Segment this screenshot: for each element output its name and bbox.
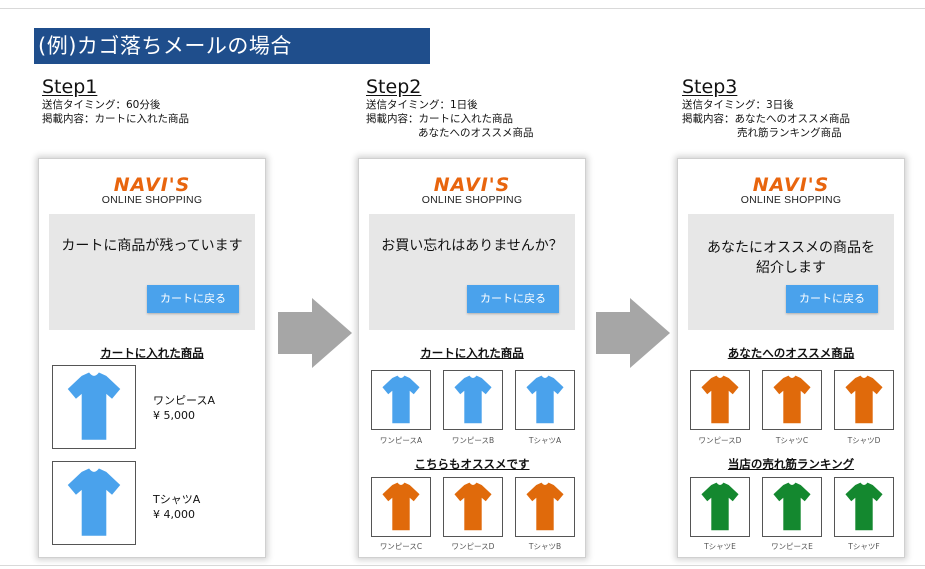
email-preview-step3: NAVI'S ONLINE SHOPPING あなたにオススメの商品を 紹介しま… (677, 158, 905, 558)
product-image[interactable] (52, 365, 136, 449)
step2-content: 掲載内容：カートに入れた商品 (366, 113, 513, 125)
next-step-arrow-icon (596, 298, 670, 368)
step3-header: Step3 送信タイミング：3日後 掲載内容：あなたへのオススメ商品 売れ筋ラン… (682, 76, 850, 140)
orange-shirt-icon (773, 375, 811, 424)
bottom-divider (0, 565, 925, 566)
product-image[interactable] (690, 477, 750, 537)
product-label: TシャツE (704, 542, 736, 551)
step2-header: Step2 送信タイミング：1日後 掲載内容：カートに入れた商品 あなたへのオス… (366, 76, 534, 140)
email-preview-step2: NAVI'S ONLINE SHOPPING お買い忘れはありませんか？ カート… (358, 158, 586, 558)
product-image[interactable] (443, 477, 503, 537)
product-label: ワンピースE (771, 542, 813, 551)
orange-shirt-icon (454, 482, 492, 531)
back-to-cart-button[interactable]: カートに戻る (147, 285, 239, 313)
blue-shirt-icon (454, 375, 492, 424)
step2-content-cont: あなたへのオススメ商品 (418, 127, 534, 139)
orange-shirt-icon (845, 375, 883, 424)
product-image[interactable] (690, 370, 750, 430)
product-name: ワンピースA (153, 394, 215, 407)
product-label: ワンピースB (451, 436, 495, 445)
back-to-cart-button[interactable]: カートに戻る (467, 285, 559, 313)
step2-timing: 送信タイミング：1日後 (366, 99, 478, 111)
section-title-recommend: こちらもオススメです (414, 457, 530, 471)
section-title-ranking: 当店の売れ筋ランキング (727, 457, 855, 471)
brand-logo: NAVI'S (113, 174, 191, 196)
step3-content-cont: 売れ筋ランキング商品 (737, 127, 842, 139)
blue-shirt-icon (526, 375, 564, 424)
product-label: TシャツC (775, 436, 809, 445)
product-label: TシャツB (528, 542, 562, 551)
product-image[interactable] (834, 477, 894, 537)
email-preview-step1: NAVI'S ONLINE SHOPPING カートに商品が残っています カート… (38, 158, 266, 558)
product-image[interactable] (834, 370, 894, 430)
blue-shirt-icon (67, 372, 121, 440)
brand-subtitle: ONLINE SHOPPING (740, 194, 842, 206)
product-image[interactable] (52, 461, 136, 545)
product-label: TシャツF (848, 542, 880, 551)
brand-subtitle: ONLINE SHOPPING (101, 194, 203, 206)
section-title-cart-items: カートに入れた商品 (420, 346, 524, 360)
green-shirt-icon (701, 482, 739, 531)
promo-message: お買い忘れはありませんか？ (381, 238, 563, 254)
section-title-recommend: あなたへのオススメ商品 (727, 346, 855, 360)
step1-timing: 送信タイミング：60分後 (42, 99, 161, 111)
product-image[interactable] (762, 370, 822, 430)
promo-panel: お買い忘れはありませんか？ カートに戻る (369, 214, 575, 330)
back-to-cart-button[interactable]: カートに戻る (786, 285, 878, 313)
promo-panel: あなたにオススメの商品を 紹介します カートに戻る (688, 214, 894, 330)
step3-timing: 送信タイミング：3日後 (682, 99, 794, 111)
green-shirt-icon (845, 482, 883, 531)
step3-title: Step3 (682, 76, 738, 98)
section-title-cart-items: カートに入れた商品 (100, 346, 204, 360)
brand-logo: NAVI'S (433, 174, 511, 196)
product-price: ¥ 4,000 (153, 508, 195, 521)
product-label: ワンピースA (379, 436, 423, 445)
promo-message: あなたにオススメの商品を 紹介します (707, 240, 875, 276)
orange-shirt-icon (701, 375, 739, 424)
step3-content: 掲載内容：あなたへのオススメ商品 (682, 113, 850, 125)
product-label: ワンピースD (451, 542, 495, 551)
product-price: ¥ 5,000 (153, 409, 195, 422)
brand-subtitle: ONLINE SHOPPING (421, 194, 523, 206)
product-label: TシャツD (847, 436, 881, 445)
promo-panel: カートに商品が残っています カートに戻る (49, 214, 255, 330)
product-image[interactable] (762, 477, 822, 537)
step1-title: Step1 (42, 76, 98, 98)
brand-logo: NAVI'S (752, 174, 830, 196)
product-label: TシャツA (528, 436, 562, 445)
orange-shirt-icon (526, 482, 564, 531)
blue-shirt-icon (382, 375, 420, 424)
top-divider (0, 8, 925, 9)
product-label: ワンピースD (698, 436, 742, 445)
step1-content: 掲載内容：カートに入れた商品 (42, 113, 189, 125)
promo-message: カートに商品が残っています (61, 238, 243, 254)
step2-title: Step2 (366, 76, 422, 98)
product-label: ワンピースC (379, 542, 423, 551)
orange-shirt-icon (382, 482, 420, 531)
blue-shirt-icon (67, 468, 121, 536)
next-step-arrow-icon (278, 298, 352, 368)
product-image[interactable] (371, 370, 431, 430)
product-image[interactable] (443, 370, 503, 430)
green-shirt-icon (773, 482, 811, 531)
product-image[interactable] (371, 477, 431, 537)
page-title-banner: (例)カゴ落ちメールの場合 (34, 28, 430, 64)
product-image[interactable] (515, 477, 575, 537)
step1-header: Step1 送信タイミング：60分後 掲載内容：カートに入れた商品 (42, 76, 189, 126)
product-name: TシャツA (153, 493, 201, 506)
product-image[interactable] (515, 370, 575, 430)
